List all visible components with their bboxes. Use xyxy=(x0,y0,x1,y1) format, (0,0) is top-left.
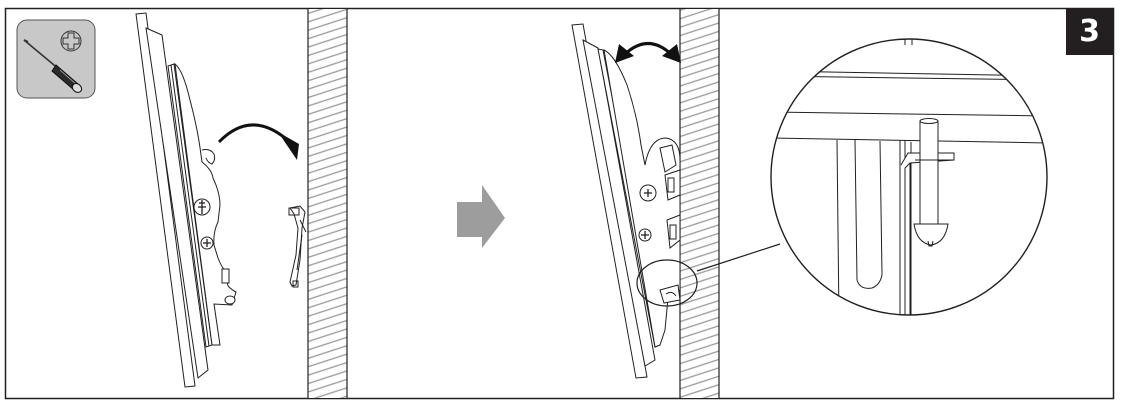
next-step-arrow-icon xyxy=(457,185,505,248)
magnified-detail xyxy=(770,38,1048,316)
tv-panel-2 xyxy=(571,23,681,379)
tilt-arrow-icon xyxy=(217,123,299,160)
wall-1 xyxy=(307,9,348,398)
wall-2 xyxy=(679,9,720,398)
tv-panel-1 xyxy=(135,12,237,388)
magnify-callout xyxy=(636,243,781,307)
screwdriver-tool-icon xyxy=(16,19,96,99)
tilt-adjust-arrow-icon xyxy=(615,42,681,63)
wall-plate-clip xyxy=(288,205,307,288)
step-number-badge: 3 xyxy=(1066,9,1113,55)
